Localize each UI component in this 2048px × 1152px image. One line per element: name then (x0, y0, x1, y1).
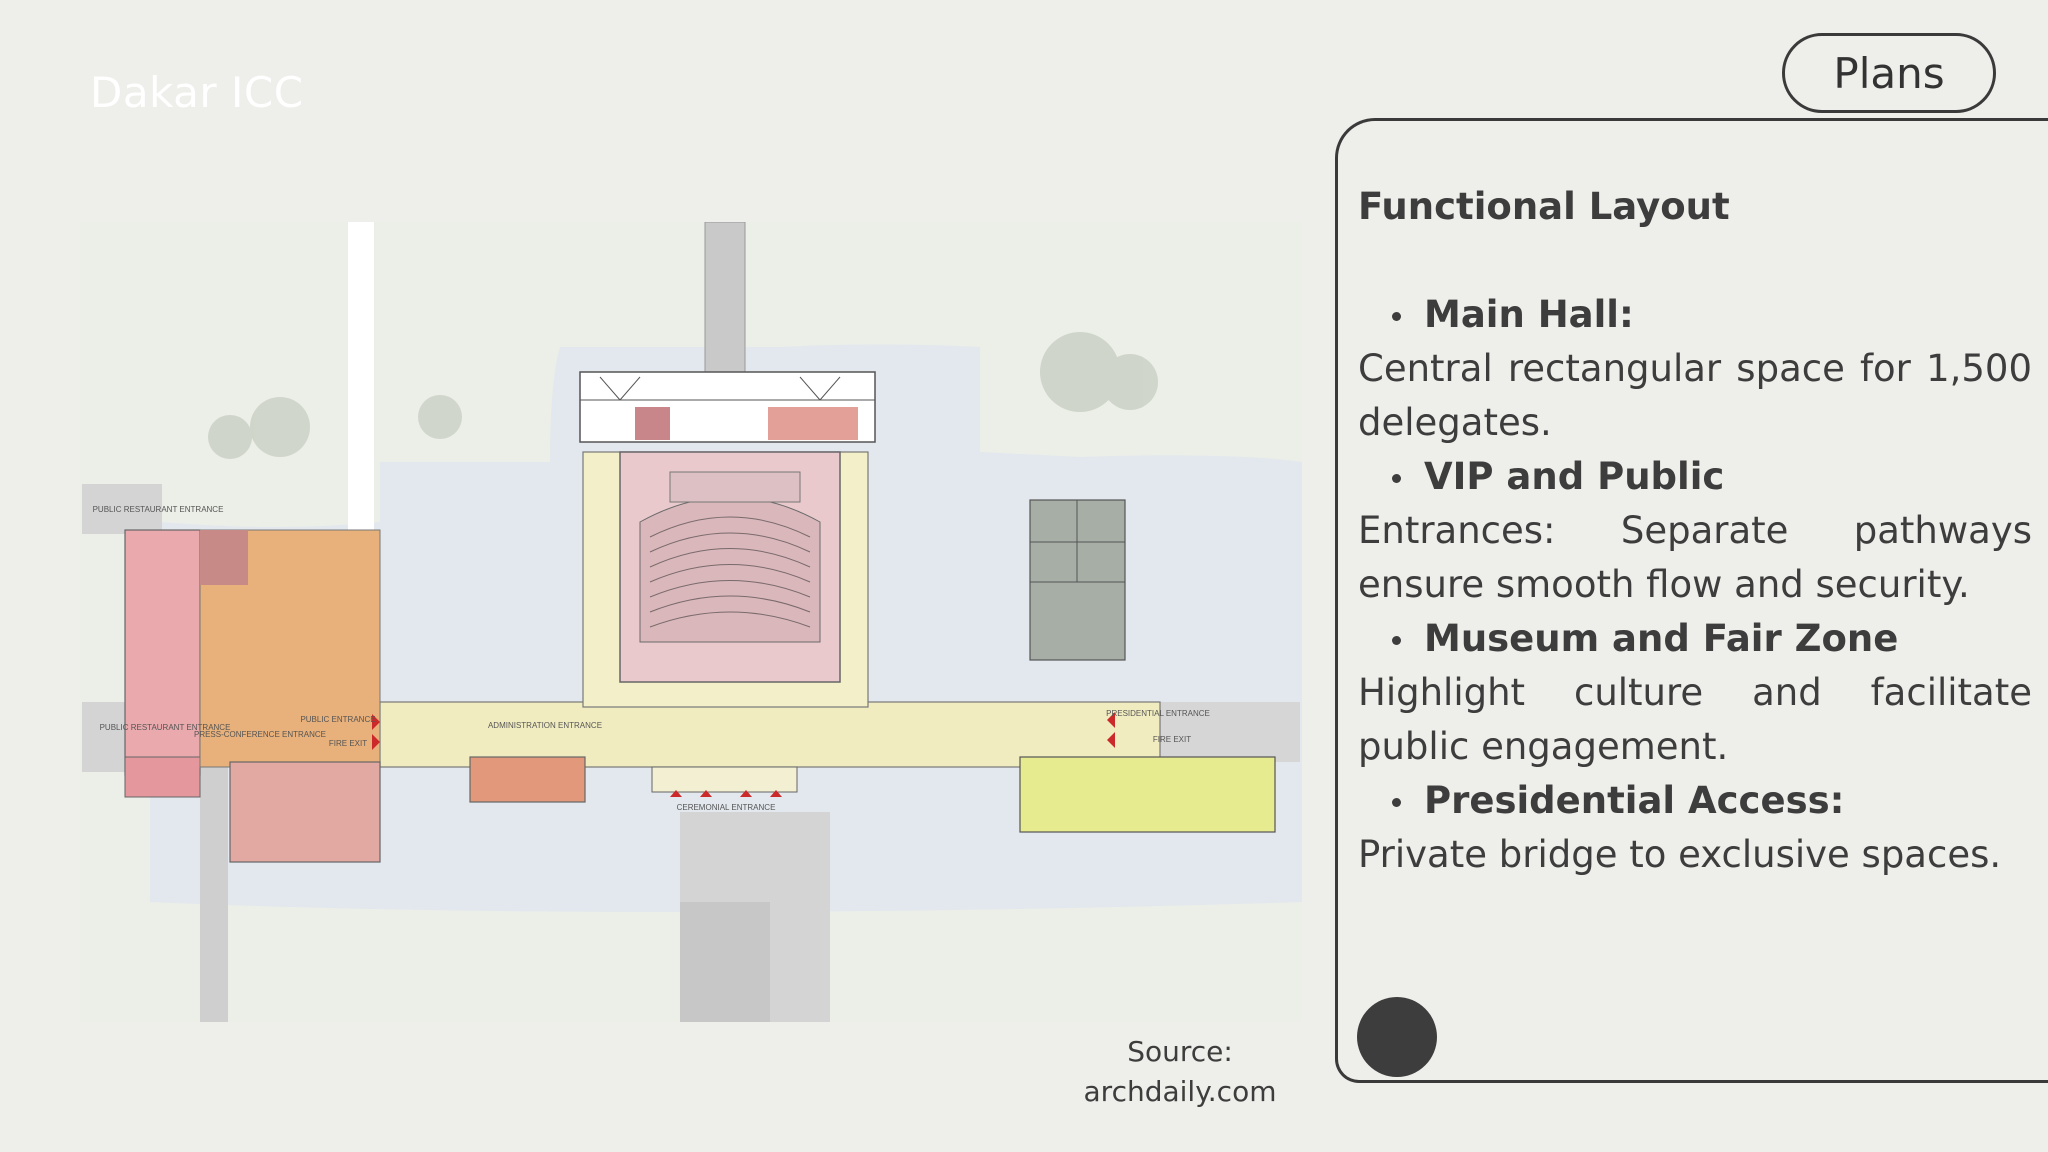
plan-admin-block (469, 756, 586, 803)
info-panel (1335, 118, 2048, 1083)
label-public-restaurant: PUBLIC RESTAURANT ENTRANCE (100, 723, 231, 732)
plan-top-room-1 (635, 407, 670, 440)
functional-layout-text: Functional Layout Main Hall: Central rec… (1358, 180, 2032, 882)
plan-museum-block (1019, 756, 1276, 833)
museum-fair-description: Highlight culture and facilitate public … (1358, 671, 2032, 768)
plan-left-stub-top (82, 484, 162, 534)
plan-top-truss (580, 376, 875, 401)
source-caption: Source: archdaily.com (1060, 1032, 1300, 1112)
main-hall-description: Central rectangular space for 1,500 dele… (1358, 347, 2032, 444)
plan-entrance-arrows (372, 712, 1115, 750)
plan-trees (208, 332, 1158, 459)
source-url: archdaily.com (1083, 1075, 1277, 1108)
label-fire-exit-right: FIRE EXIT (1153, 735, 1191, 744)
plan-auditorium-seating (639, 496, 821, 643)
panel-heading: Functional Layout (1358, 185, 1730, 228)
bullet-presidential-access: Presidential Access: (1358, 774, 2032, 828)
presidential-access-description: Private bridge to exclusive spaces. (1358, 833, 2002, 876)
plan-bottom-road (680, 902, 770, 1022)
label-presidential: PRESIDENTIAL ENTRANCE (1106, 709, 1210, 718)
label-press-conference: PRESS-CONFERENCE ENTRANCE (194, 730, 326, 739)
label-fire-exit: FIRE EXIT (329, 739, 367, 748)
label-public-entrance: PUBLIC ENTRANCE (300, 715, 375, 724)
plan-top-room-2 (768, 407, 858, 440)
plans-tab-button[interactable]: Plans (1782, 33, 1996, 113)
plan-restaurant-lower (124, 756, 201, 798)
plan-press-block (229, 761, 381, 863)
label-ceremonial: CEREMONIAL ENTRANCE (677, 803, 776, 812)
bullet-museum-fair: Museum and Fair Zone (1358, 612, 2032, 666)
plan-top-road (704, 222, 746, 378)
plan-ceremonial-block (651, 766, 798, 793)
source-label: Source: (1127, 1035, 1233, 1068)
floor-plan-image: PUBLIC RESTAURANT ENTRANCE PUBLIC RESTAU… (80, 222, 1302, 1022)
plans-tab-label: Plans (1833, 48, 1945, 98)
plan-presidential-rooms (1030, 500, 1125, 583)
plan-seating-rows (649, 516, 811, 628)
decorative-circle (1357, 997, 1437, 1077)
plan-ceremonial-arrows (670, 790, 782, 797)
label-administration: ADMINISTRATION ENTRANCE (488, 721, 602, 730)
plan-public-hall-corner (200, 530, 248, 585)
vip-public-description: Entrances: Separate pathways ensure smoo… (1358, 509, 2032, 606)
bullet-main-hall: Main Hall: (1358, 288, 2032, 342)
plan-white-road (348, 222, 374, 532)
label-public-restaurant-top: PUBLIC RESTAURANT ENTRANCE (93, 505, 224, 514)
plan-stage (669, 471, 801, 503)
plan-restaurant-block (124, 529, 201, 776)
slide-title: Dakar ICC (90, 68, 304, 117)
bullet-vip-public: VIP and Public (1358, 450, 2032, 504)
